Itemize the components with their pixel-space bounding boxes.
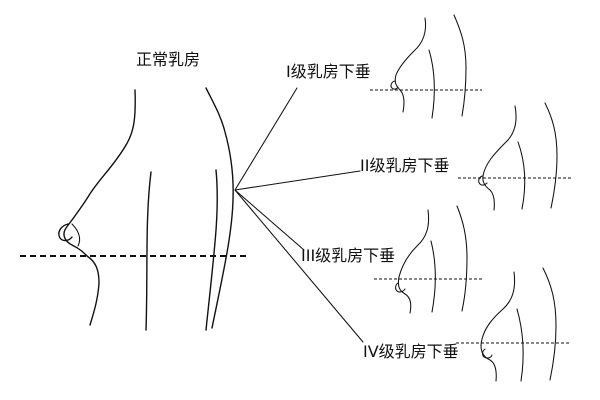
grade-1-figure <box>370 14 482 119</box>
normal-torso-front-outline <box>63 89 136 326</box>
normal-arm-outline-left <box>145 171 152 331</box>
grade-3-back-outline <box>456 205 468 312</box>
grade-4-back-outline <box>542 267 557 381</box>
grade-1-nipple <box>390 80 399 90</box>
grade-3-nipple <box>395 282 406 293</box>
grade-2-arm-outline <box>517 141 526 210</box>
normal-nipple <box>58 223 73 242</box>
grade-1-arm-outline <box>428 49 435 119</box>
grade-1-label: I级乳房下垂 <box>286 62 371 81</box>
grade-2-front-outline <box>482 105 517 211</box>
grade-4-front-outline <box>480 271 516 382</box>
connector-grade-4 <box>234 189 364 343</box>
grade-4-arm-outline <box>516 308 524 382</box>
normal-breast-fold <box>71 223 81 247</box>
grade-3-figure <box>374 205 484 314</box>
grade-3-front-outline <box>397 209 430 314</box>
grade-2-back-outline <box>544 102 558 209</box>
grade-3-label: III级乳房下垂 <box>301 246 396 265</box>
normal-back-outline <box>205 87 234 329</box>
grade-1-back-outline <box>453 14 467 117</box>
normal-breast-figure <box>20 87 250 331</box>
connector-grade-2 <box>234 170 361 191</box>
grade-1-front-outline <box>394 17 427 113</box>
connector-grade-1 <box>234 87 298 191</box>
connector-lines <box>234 87 364 343</box>
normal-breast-label: 正常乳房 <box>136 50 201 69</box>
connector-grade-3 <box>234 189 305 251</box>
grade-2-figure <box>458 102 571 211</box>
grade-2-label: II级乳房下垂 <box>360 156 450 175</box>
grade-4-label: IV级乳房下垂 <box>363 342 459 361</box>
normal-arm-outline-right <box>205 169 218 331</box>
grade-4-nipple <box>482 348 493 359</box>
grade-3-arm-outline <box>430 240 436 313</box>
grade-4-figure <box>456 267 570 382</box>
